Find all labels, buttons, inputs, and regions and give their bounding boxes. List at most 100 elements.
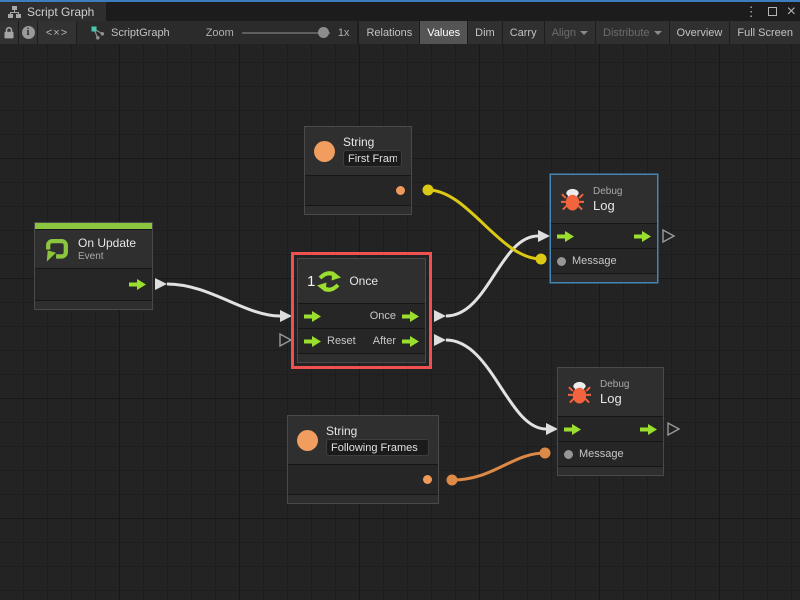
full-screen-button[interactable]: Full Screen bbox=[729, 21, 800, 44]
graph-hierarchy-icon bbox=[8, 5, 21, 18]
value-edge-endpoint bbox=[446, 474, 458, 486]
tab-script-graph[interactable]: Script Graph bbox=[0, 2, 107, 21]
node-footer bbox=[288, 495, 438, 503]
node-footer bbox=[298, 354, 425, 362]
node-on-update[interactable]: On Update Event bbox=[35, 223, 152, 309]
maximize-icon[interactable] bbox=[767, 7, 777, 16]
after-label: After bbox=[372, 335, 396, 347]
node-string-first-frame[interactable]: String bbox=[305, 127, 411, 214]
title-bar: Script Graph ⋮ × bbox=[0, 0, 800, 21]
value-edge-endpoint bbox=[539, 447, 551, 459]
node-once[interactable]: 1 Once Once Reset bbox=[291, 252, 432, 369]
value-edge-endpoint bbox=[422, 184, 434, 196]
node-subtitle: Event bbox=[78, 251, 104, 262]
string-type-icon bbox=[314, 140, 335, 162]
node-footer bbox=[35, 301, 152, 309]
flow-output-arrowhead bbox=[434, 310, 446, 322]
values-button[interactable]: Values bbox=[419, 21, 468, 44]
bug-icon bbox=[560, 188, 585, 211]
node-title: Log bbox=[593, 197, 615, 213]
breadcrumb[interactable]: ScriptGraph bbox=[76, 21, 180, 44]
edge-layer bbox=[155, 184, 681, 486]
node-footer bbox=[551, 274, 657, 282]
window-menu-icon[interactable]: ⋮ bbox=[744, 4, 758, 19]
chevron-down-icon bbox=[580, 30, 589, 35]
zoom-slider-track bbox=[241, 32, 330, 34]
edge-stringtop-to-message[interactable] bbox=[427, 188, 542, 261]
message-label: Message bbox=[572, 255, 617, 267]
reset-label: Reset bbox=[327, 335, 356, 347]
node-title: String bbox=[326, 424, 358, 438]
info-button[interactable]: i bbox=[19, 21, 39, 44]
window-controls: ⋮ × bbox=[745, 2, 796, 21]
node-title: Log bbox=[600, 390, 622, 406]
relations-button[interactable]: Relations bbox=[358, 21, 420, 44]
zoom-value: 1x bbox=[337, 26, 350, 39]
reset-port-triangle[interactable] bbox=[279, 332, 293, 348]
edge-once-to-debugtop[interactable] bbox=[445, 234, 539, 318]
node-debug-log-top[interactable]: Debug Log Message bbox=[551, 175, 657, 282]
string-value-field[interactable] bbox=[343, 150, 402, 167]
node-category: Debug bbox=[593, 185, 623, 197]
info-icon: i bbox=[21, 26, 35, 39]
flow-input-port[interactable] bbox=[304, 310, 321, 322]
node-footer bbox=[558, 467, 663, 475]
bug-icon bbox=[567, 381, 592, 404]
dim-button[interactable]: Dim bbox=[467, 21, 502, 44]
flow-input-port[interactable] bbox=[564, 423, 581, 435]
edge-once-to-debugbottom[interactable] bbox=[445, 338, 547, 431]
zoom-slider[interactable] bbox=[241, 21, 330, 44]
zoom-slider-handle[interactable] bbox=[317, 27, 329, 38]
node-title: Once bbox=[349, 274, 379, 288]
overview-button[interactable]: Overview bbox=[668, 21, 730, 44]
flow-output-arrowhead bbox=[434, 334, 446, 346]
update-loop-icon bbox=[46, 238, 68, 262]
reset-input-port[interactable] bbox=[304, 335, 321, 347]
lock-button[interactable] bbox=[0, 21, 20, 44]
lock-icon bbox=[4, 26, 14, 39]
flow-input-arrowhead bbox=[280, 310, 292, 322]
carry-button[interactable]: Carry bbox=[501, 21, 544, 44]
message-input-port[interactable] bbox=[564, 449, 573, 459]
string-output-port[interactable] bbox=[396, 186, 405, 195]
flow-input-port[interactable] bbox=[557, 230, 574, 242]
close-icon[interactable]: × bbox=[786, 3, 796, 20]
message-input-port[interactable] bbox=[557, 256, 566, 266]
toolbar-buttons: Relations Values Dim Carry Align Distrib… bbox=[358, 21, 800, 44]
once-icon: 1 bbox=[307, 270, 342, 293]
flow-output-port[interactable] bbox=[634, 230, 651, 242]
flow-input-arrowhead bbox=[538, 230, 550, 242]
graph-node-icon bbox=[91, 26, 105, 40]
window-accent-line bbox=[0, 0, 800, 2]
edge-stringbottom-to-message[interactable] bbox=[451, 451, 546, 482]
node-footer bbox=[305, 206, 411, 214]
string-output-port[interactable] bbox=[423, 475, 432, 484]
edge-onupdate-to-once[interactable] bbox=[166, 282, 281, 318]
string-type-icon bbox=[297, 429, 318, 451]
once-out-label: Once bbox=[369, 310, 396, 322]
debugbottom-out-triangle[interactable] bbox=[667, 421, 681, 437]
flow-output-port[interactable] bbox=[402, 310, 419, 322]
flow-input-arrowhead bbox=[546, 423, 558, 435]
graph-canvas[interactable]: On Update Event String bbox=[0, 44, 800, 600]
tab-label: Script Graph bbox=[27, 4, 95, 19]
node-string-following-frames[interactable]: String bbox=[288, 416, 438, 503]
node-category: Debug bbox=[600, 378, 630, 390]
string-value-field[interactable] bbox=[326, 439, 429, 456]
flow-output-port[interactable] bbox=[129, 279, 146, 290]
edit-graph-button[interactable]: <×> bbox=[38, 21, 77, 44]
node-title: String bbox=[343, 135, 375, 149]
debugtop-out-triangle[interactable] bbox=[662, 228, 676, 244]
event-color-strip bbox=[35, 223, 152, 229]
node-title: On Update bbox=[78, 236, 137, 250]
after-output-port[interactable] bbox=[402, 335, 419, 347]
breadcrumb-label: ScriptGraph bbox=[110, 26, 170, 39]
message-label: Message bbox=[579, 448, 624, 460]
align-dropdown[interactable]: Align bbox=[543, 21, 596, 44]
flow-output-port[interactable] bbox=[640, 423, 657, 435]
node-debug-log-bottom[interactable]: Debug Log Message bbox=[558, 368, 663, 475]
chevron-down-icon bbox=[653, 30, 662, 35]
distribute-dropdown[interactable]: Distribute bbox=[595, 21, 669, 44]
value-edge-endpoint bbox=[535, 253, 547, 265]
